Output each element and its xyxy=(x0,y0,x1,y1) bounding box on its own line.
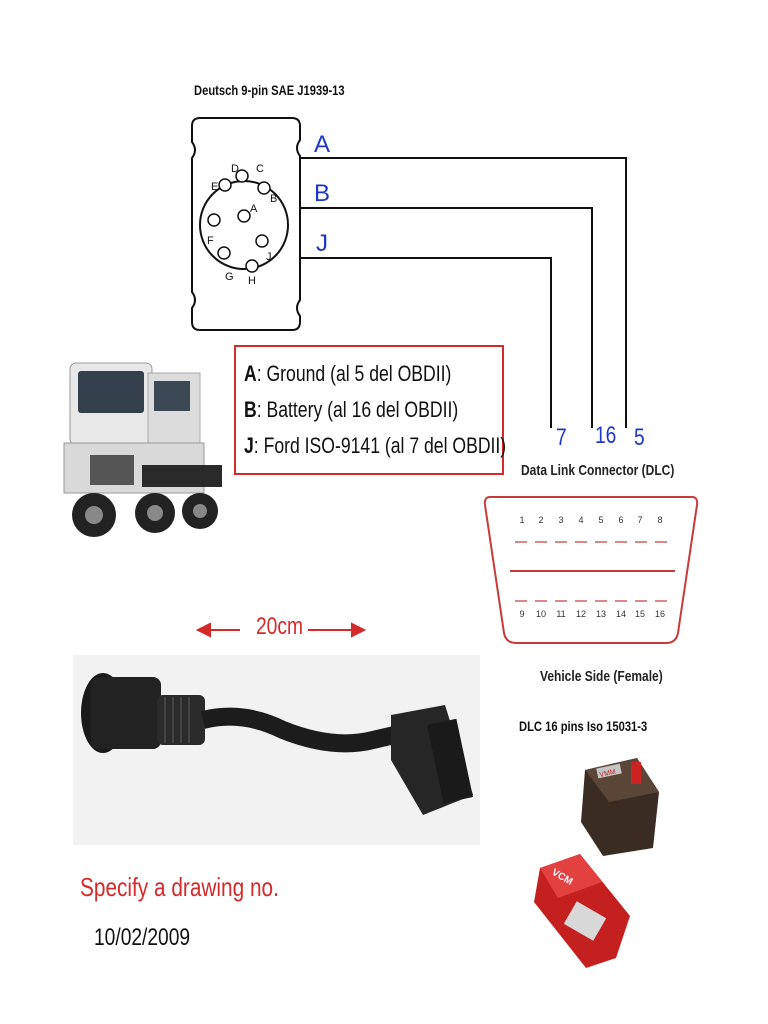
wire-a xyxy=(300,157,627,428)
dlc-pin-9: 9 xyxy=(519,609,525,619)
svg-text:C: C xyxy=(256,163,264,175)
wire-j xyxy=(300,257,552,428)
svg-text:E: E xyxy=(211,181,218,193)
legend-box: A: Ground (al 5 del OBDII) B: Battery (a… xyxy=(234,345,507,475)
legend-line-b: B: Battery (al 16 del OBDII) xyxy=(244,397,459,422)
svg-text:A: A xyxy=(250,203,258,215)
dlc-pin-13: 13 xyxy=(595,609,606,619)
dlc-pin-15: 15 xyxy=(634,609,645,619)
dlc-pin-2: 2 xyxy=(538,515,544,525)
svg-text:H: H xyxy=(248,275,256,287)
dlc-pin-8: 8 xyxy=(657,515,663,525)
dlc-pin-12: 12 xyxy=(575,609,586,619)
wires xyxy=(300,157,627,428)
dlc-pin-label-16: 16 xyxy=(595,422,617,449)
wire-b xyxy=(300,207,593,428)
dlc-pin-5: 5 xyxy=(598,515,604,525)
dlc-pin-10: 10 xyxy=(535,609,546,619)
dlc-standard: DLC 16 pins Iso 15031-3 xyxy=(519,718,648,734)
length-arrows xyxy=(195,622,367,638)
vmm-device-image: VMM xyxy=(581,758,659,856)
dlc-pin-4: 4 xyxy=(578,515,584,525)
dlc-pin-11: 11 xyxy=(556,609,566,619)
svg-text:D: D xyxy=(231,163,239,175)
dlc-pin-7: 7 xyxy=(637,515,643,525)
dlc-title: Data Link Connector (DLC) xyxy=(521,462,675,479)
dlc-pin-14: 14 xyxy=(615,609,626,619)
connector-title: Deutsch 9-pin SAE J1939-13 xyxy=(194,82,345,98)
dlc-pin-label-7: 7 xyxy=(556,424,567,451)
legend-line-a: A: Ground (al 5 del OBDII) xyxy=(244,361,452,386)
cable-length-label: 20cm xyxy=(256,613,303,640)
dlc-pin-6: 6 xyxy=(618,515,624,525)
dlc-pin-1: 1 xyxy=(519,515,525,525)
cable-photo xyxy=(73,655,480,845)
vmm-label: VMM xyxy=(599,769,617,779)
connector-pin-letters: A B C D E F G H J xyxy=(207,163,277,287)
dlc-pin-3: 3 xyxy=(558,515,564,525)
wire-label-a: A xyxy=(314,131,331,158)
svg-text:J: J xyxy=(266,251,272,263)
vcm-device-image: VCM xyxy=(534,854,630,968)
date-label: 10/02/2009 xyxy=(94,924,191,951)
svg-text:F: F xyxy=(207,235,214,247)
drawing-number-note: Specify a drawing no. xyxy=(80,872,279,902)
truck-image xyxy=(63,362,222,537)
wire-label-j: J xyxy=(316,230,328,257)
dlc-footer: Vehicle Side (Female) xyxy=(540,668,663,685)
svg-text:G: G xyxy=(225,271,234,283)
svg-text:B: B xyxy=(270,193,277,205)
dlc-pin-label-5: 5 xyxy=(634,424,645,451)
connector-pins xyxy=(207,169,271,273)
dlc-pin-16: 16 xyxy=(654,609,665,619)
dlc-connector xyxy=(483,496,699,644)
wire-label-b: B xyxy=(314,180,331,207)
legend-line-j: J: Ford ISO-9141 (al 7 del OBDII) xyxy=(244,433,507,458)
